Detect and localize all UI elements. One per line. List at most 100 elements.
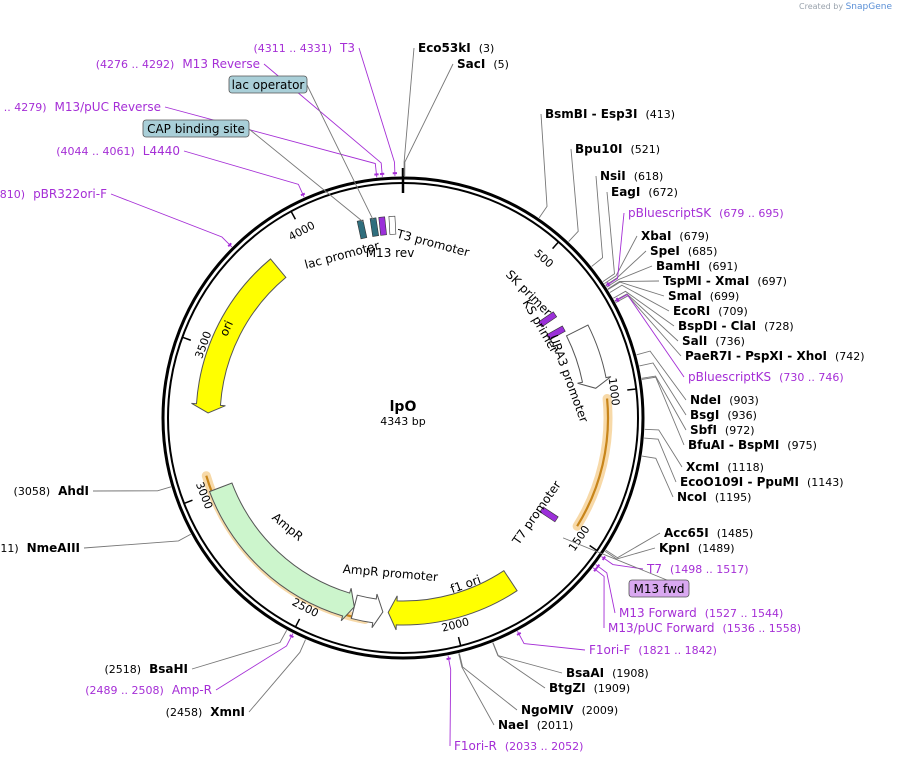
- badge-m13-fwd: [628, 579, 690, 598]
- name-text: NsiI: [600, 169, 626, 183]
- leader-ncoi: [641, 455, 674, 498]
- position-text: (618): [634, 170, 664, 183]
- leader-spei: [605, 250, 647, 286]
- position-text: (2489 .. 2508): [85, 684, 164, 697]
- position-text: (679): [679, 230, 709, 243]
- leader-saci: [404, 63, 454, 177]
- position-text: (975): [787, 439, 817, 452]
- name-text: F1ori-F: [589, 643, 630, 657]
- position-text: (742): [835, 350, 865, 363]
- name-text: SmaI: [668, 289, 702, 303]
- label-m13-rev: M13 rev: [366, 246, 415, 260]
- leader-ahdi: [92, 486, 172, 492]
- label-ampr-promoter: AmpR promoter: [342, 562, 438, 584]
- name-text: BsaAI: [566, 666, 604, 680]
- leader-nmeaiii: [83, 533, 191, 549]
- enzyme-label: NcoI(1195): [677, 490, 751, 504]
- leader-bspdi-clai: [613, 290, 675, 327]
- name-text: pBR322ori-F: [33, 187, 107, 201]
- name-text: BsaHI: [149, 662, 188, 676]
- feature-ura3-promoter: [565, 324, 612, 389]
- enzyme-label: SbfI(972): [690, 423, 755, 437]
- name-text: pBluescriptSK: [628, 206, 712, 220]
- leader-ngomiv: [458, 653, 518, 711]
- leader-l4440: [183, 150, 305, 198]
- position-text: (4311 .. 4331): [253, 42, 332, 55]
- primer-site-pbluescriptsk: [606, 282, 611, 287]
- tick-label: 4000: [286, 219, 317, 244]
- tick-label: 500: [531, 247, 555, 271]
- position-text: (709): [718, 305, 748, 318]
- tick-mark: [183, 499, 193, 505]
- position-text: (5): [493, 58, 509, 71]
- enzyme-label: NdeI(903): [690, 393, 759, 407]
- name-text: Eco53kI: [418, 41, 471, 55]
- badge-text-m13-fwd: M13 fwd: [634, 582, 685, 596]
- name-text: NmeAIII: [27, 541, 80, 555]
- position-text: (691): [708, 260, 738, 273]
- credit-brand: SnapGene: [845, 2, 892, 12]
- primer-label: (4311 .. 4331)T3: [253, 41, 355, 55]
- enzyme-label: (2458)XmnI: [166, 705, 245, 719]
- primer-site-pbluescriptks: [615, 297, 620, 303]
- plasmid-size: 4343 bp: [380, 415, 425, 428]
- position-text: (679 .. 695): [719, 207, 784, 220]
- enzyme-label: BsaAI(1908): [566, 666, 649, 680]
- label-t7-promoter: T7 promoter: [509, 478, 564, 548]
- tick-label: 1500: [566, 523, 593, 553]
- name-text: KpnI: [659, 541, 690, 555]
- leader-f1ori-f: [517, 631, 586, 651]
- leader-bfuai-bspmi: [641, 376, 685, 446]
- leader-m13-forward: [595, 564, 616, 614]
- name-text: BfuAI - BspMI: [688, 438, 779, 452]
- name-text: BspDI - ClaI: [678, 319, 756, 333]
- name-text: M13/pUC Forward: [608, 621, 715, 635]
- name-text: F1ori-R: [454, 739, 497, 753]
- enzyme-label: NsiI (618): [600, 169, 663, 183]
- t3-promoter-glyph: [388, 215, 397, 235]
- leader-pbluescriptks: [614, 293, 685, 378]
- position-text: (2458): [166, 706, 203, 719]
- position-text: (1143): [807, 476, 844, 489]
- lac-operator-glyph: [369, 217, 379, 237]
- leader-tspmi-xmai: [607, 280, 660, 290]
- label-ampr: AmpR: [269, 510, 305, 544]
- leader-t7: [601, 556, 644, 570]
- position-text: (936): [727, 409, 757, 422]
- position-text: (1118): [727, 461, 764, 474]
- position-text: (1489): [698, 542, 735, 555]
- position-text: (3058): [14, 485, 51, 498]
- tick-mark: [294, 618, 301, 628]
- primer-label: (2489 .. 2508)Amp-R: [85, 683, 212, 697]
- highlight-arc-line: [576, 398, 610, 527]
- position-text: (4044 .. 4061): [56, 145, 135, 158]
- m13-rev-glyph: [378, 216, 387, 236]
- tick-mark: [627, 388, 637, 391]
- leader-pbluescriptsk: [605, 212, 625, 287]
- leader-kpni: [604, 547, 656, 560]
- name-text: EcoRI: [673, 304, 710, 318]
- position-text: (2518): [105, 663, 142, 676]
- primer-site-f1ori-r: [446, 657, 451, 661]
- leader-pbr322ori-f: [110, 193, 233, 248]
- position-text: (1909): [594, 682, 631, 695]
- position-text: (3): [479, 42, 495, 55]
- name-text: AhdI: [58, 484, 89, 498]
- position-text: (2009): [582, 704, 619, 717]
- leader-bsgi: [639, 362, 687, 416]
- enzyme-label: BtgZI(1909): [549, 681, 630, 695]
- name-text: EcoO109I - PpuMI: [680, 475, 799, 489]
- name-text: NdeI: [690, 393, 721, 407]
- position-text: (521): [630, 143, 660, 156]
- enzyme-label: Bpu10I(521): [575, 142, 660, 156]
- position-text: (2911): [0, 542, 19, 555]
- leader-nsii: [591, 175, 604, 267]
- name-text: Acc65I: [664, 526, 709, 540]
- leader-xbai: [604, 235, 638, 285]
- name-text: M13 Forward: [619, 606, 697, 620]
- name-text: M13/pUC Reverse: [55, 100, 162, 114]
- name-text: NgoMIV: [521, 703, 574, 717]
- leader-smai: [607, 281, 665, 297]
- primer-label: (4276 .. 4292)M13 Reverse: [96, 57, 260, 71]
- enzyme-label: XcmI(1118): [686, 460, 764, 474]
